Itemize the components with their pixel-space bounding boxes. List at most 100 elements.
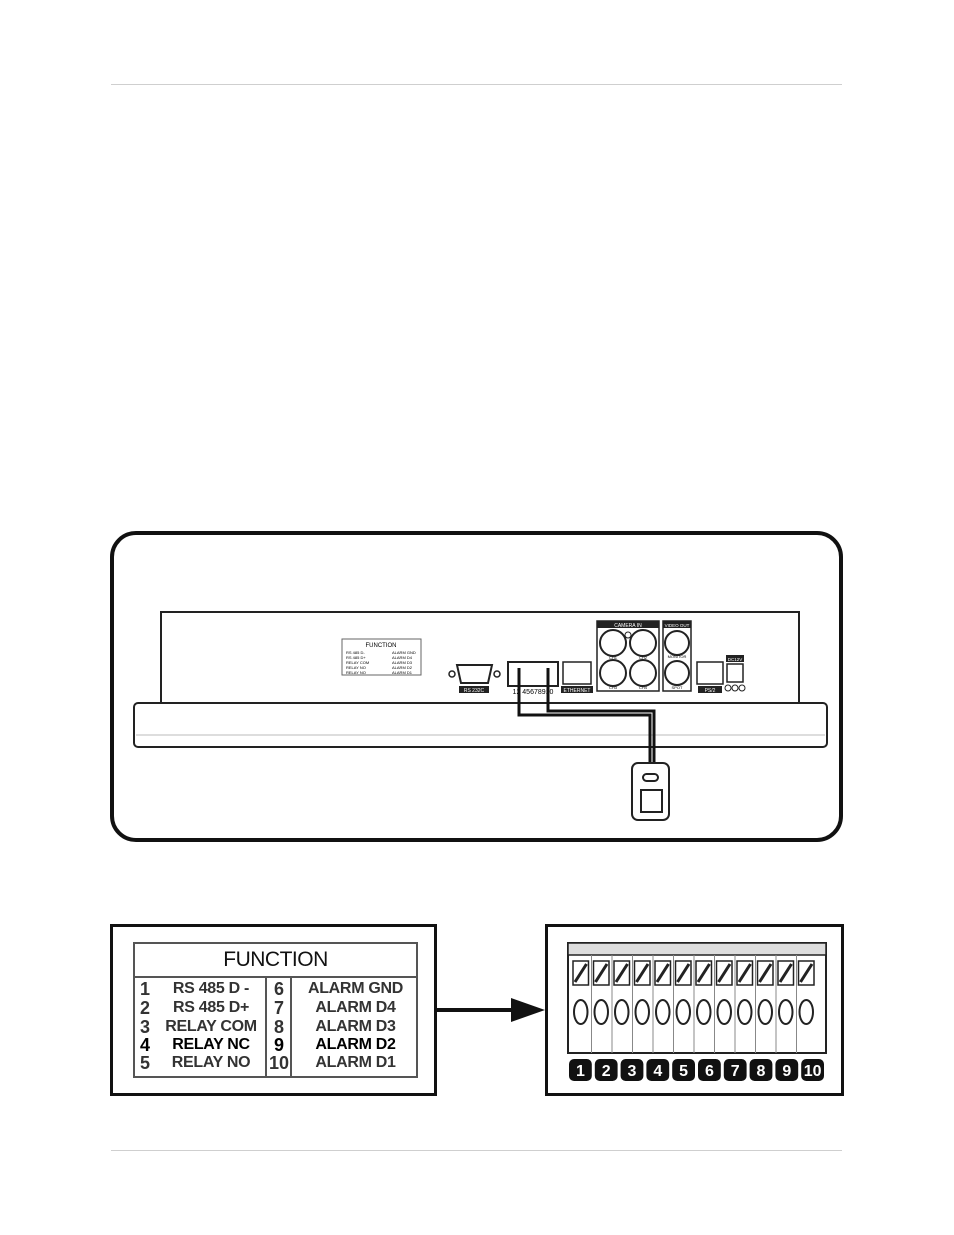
terminal-pin-badge: 2 [594, 1059, 618, 1081]
panel-function-label: FUNCTION RS 485 D- RS 485 D+ RELAY COM R… [341, 638, 422, 676]
terminal-pin-number: 5 [679, 1063, 688, 1080]
ch1-label: CH1 [609, 655, 618, 660]
monitor-label: MONITOR [668, 654, 687, 659]
function-row: 2 RS 485 D+ 7 ALARM D4 [135, 999, 416, 1017]
panel-fn-row-8: ALARM D3 [392, 660, 413, 665]
terminal-pin-number: 9 [782, 1063, 791, 1080]
dc-label: DC12V [728, 657, 743, 662]
ps2-port: PS/2 [696, 661, 724, 694]
panel-fn-row-10: ALARM D1 [392, 670, 413, 675]
function-row: 3 RELAY COM 8 ALARM D3 [135, 1018, 416, 1036]
panel-fn-row-9: ALARM D2 [392, 665, 413, 670]
terminal-pin-number: 4 [653, 1063, 662, 1080]
function-pin-label: RELAY COM [165, 1018, 257, 1035]
panel-fn-row-3: RELAY COM [346, 660, 369, 665]
terminal-pin-badge: 10 [801, 1059, 824, 1081]
panel-fn-row-6: ALARM GND [392, 650, 416, 655]
panel-terminal-numbers: 12 45678910 [513, 689, 554, 696]
terminal-slot [693, 955, 713, 1053]
terminal-slot [591, 955, 610, 1053]
function-pin-label: RS 485 D+ [172, 999, 249, 1016]
terminal-slot [572, 960, 590, 1025]
terminal-pin-badge: 6 [698, 1059, 721, 1081]
camera-in-label: CAMERA IN [614, 623, 642, 629]
header-rule [111, 84, 842, 85]
ethernet-label: ETHERNET [564, 688, 591, 694]
video-out-group: VIDEO OUT MONITOR SPOT [662, 620, 692, 692]
terminal-pin-number: 1 [576, 1063, 585, 1080]
function-table-title: FUNCTION [135, 944, 416, 978]
terminal-pin-number: 8 [757, 1063, 766, 1080]
camera-in-group: CAMERA IN CH1 CH2 CH3 CH4 [596, 620, 660, 692]
rear-panel-figure: FUNCTION RS 485 D- RS 485 D+ RELAY COM R… [110, 531, 843, 842]
panel-terminal-block: 12 45678910 [507, 661, 559, 696]
ch2-label: CH2 [639, 655, 648, 660]
function-table-callout: FUNCTION 1 RS 485 D - 6 ALARM GND 2 RS 4… [110, 924, 437, 1096]
terminal-slot [673, 955, 692, 1053]
terminal-pin-badge: 5 [672, 1059, 695, 1081]
function-table-body: 1 RS 485 D - 6 ALARM GND 2 RS 485 D+ 7 A… [135, 978, 416, 1078]
terminal-slot [796, 955, 815, 1053]
terminal-slot [775, 955, 795, 1053]
function-table: FUNCTION 1 RS 485 D - 6 ALARM GND 2 RS 4… [133, 942, 418, 1078]
ch3-label: CH3 [609, 685, 618, 690]
terminal-pin-number: 10 [804, 1063, 822, 1080]
spot-label: SPOT [672, 685, 683, 690]
function-pin-number: 10 [268, 1053, 290, 1073]
function-pin-label: ALARM D4 [315, 999, 396, 1016]
panel-fn-row-1: RS 485 D- [346, 650, 365, 655]
function-pin-label: ALARM D2 [315, 1036, 396, 1053]
function-pin-label: ALARM D1 [315, 1054, 396, 1071]
footer-rule [111, 1150, 842, 1151]
terminal-pin-badge: 3 [620, 1059, 644, 1081]
function-pin-label: RELAY NO [171, 1054, 251, 1071]
function-pin-label: ALARM GND [307, 980, 404, 997]
function-pin-number: 9 [273, 1035, 284, 1055]
terminal-slot [632, 955, 651, 1053]
callout-arrow [437, 998, 545, 1022]
panel-function-title: FUNCTION [366, 643, 397, 649]
function-pin-number: 3 [140, 1017, 151, 1037]
dc-port: DC12V [724, 655, 746, 692]
function-pin-number: 6 [273, 979, 284, 999]
video-out-label: VIDEO OUT [665, 623, 690, 628]
terminal-pin-badge: 9 [775, 1059, 799, 1081]
function-pin-number: 7 [273, 998, 284, 1018]
rs232-port: RS 232C [448, 664, 501, 694]
function-row: 4 RELAY NC 9 ALARM D2 [135, 1036, 416, 1054]
terminal-slot [734, 955, 754, 1053]
panel-fn-row-5: RELAY NO [346, 670, 366, 675]
ch4-label: CH4 [639, 685, 648, 690]
terminal-slot [714, 955, 733, 1053]
rear-panel-drawing: FUNCTION RS 485 D- RS 485 D+ RELAY COM R… [133, 611, 828, 821]
terminal-pin-number: 2 [602, 1063, 611, 1080]
panel-fn-row-4: RELAY NO [346, 665, 366, 670]
terminal-pin-number: 7 [731, 1063, 740, 1080]
ps2-label: PS/2 [705, 688, 716, 694]
rs232-label: RS 232C [464, 688, 485, 694]
alarm-wires [517, 668, 656, 763]
function-divider [290, 978, 292, 1078]
terminal-slot [611, 955, 631, 1053]
function-pin-number: 8 [273, 1017, 284, 1037]
panel-fn-row-2: RS 485 D+ [346, 655, 366, 660]
alarm-sensor [631, 762, 670, 821]
function-row: 1 RS 485 D - 6 ALARM GND [135, 980, 416, 998]
function-pin-number: 1 [140, 979, 151, 999]
terminal-pin-badge: 4 [646, 1059, 670, 1081]
function-pin-label: ALARM D3 [315, 1018, 396, 1035]
function-pin-label: RELAY NC [172, 1036, 250, 1053]
terminal-pin-badge: 8 [749, 1059, 773, 1081]
function-pin-number: 5 [140, 1053, 151, 1073]
terminal-pin-number: 3 [628, 1063, 637, 1080]
function-pin-label: RS 485 D - [172, 980, 250, 997]
terminal-slot [755, 955, 774, 1053]
ethernet-port: ETHERNET [561, 661, 593, 694]
function-pin-number: 4 [140, 1035, 151, 1055]
terminal-pin-number: 6 [705, 1063, 714, 1080]
function-pin-number: 2 [140, 998, 151, 1018]
terminal-pin-badge: 1 [569, 1059, 592, 1081]
terminal-pin-badge: 7 [723, 1059, 747, 1081]
